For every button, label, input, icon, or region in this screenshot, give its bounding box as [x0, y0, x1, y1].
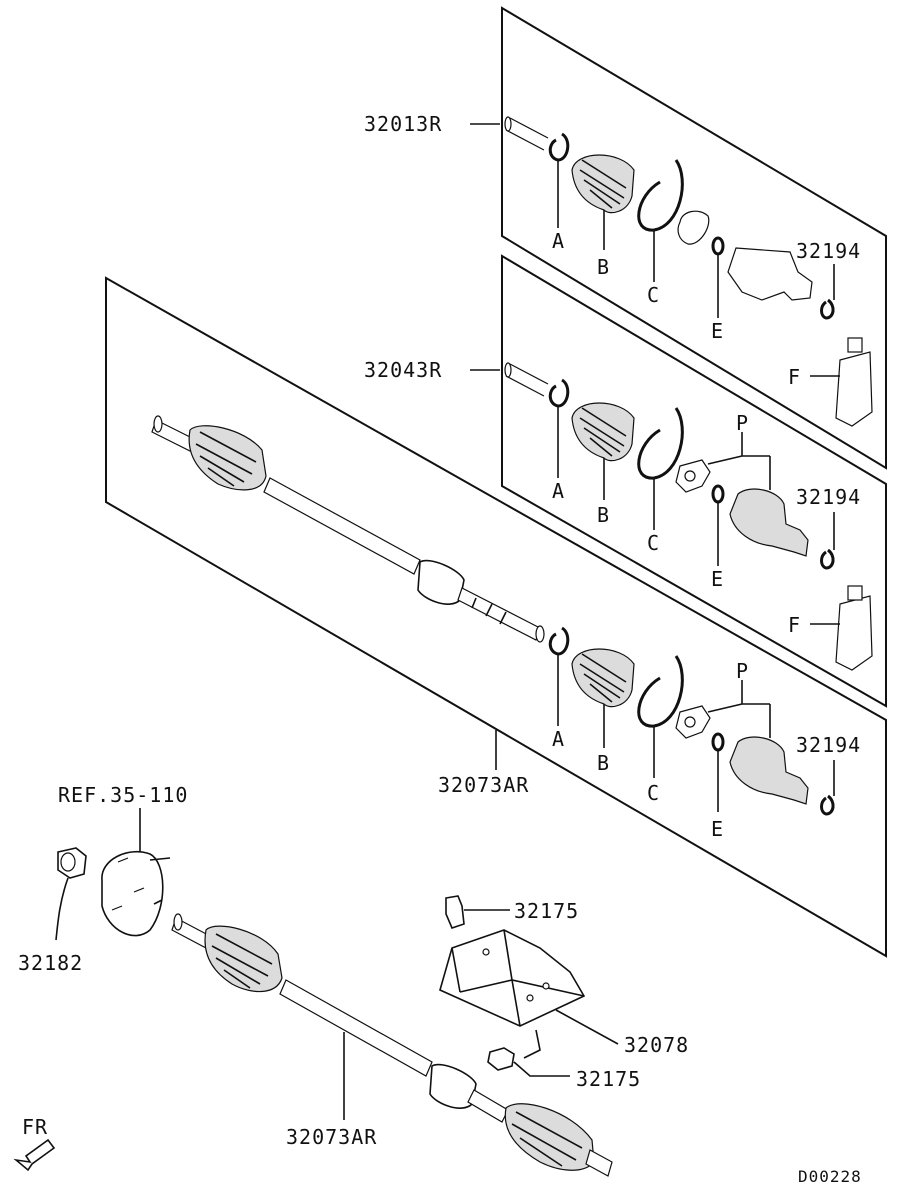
label-e-top: E	[711, 319, 724, 343]
label-shaft-bottom: 32073AR	[286, 1125, 377, 1149]
bolt-lower-drawing	[487, 1047, 515, 1071]
label-e-low: E	[711, 817, 724, 841]
label-ref: REF.35-110	[58, 783, 188, 807]
bracket-32078-drawing	[439, 929, 586, 1027]
label-b-low: B	[597, 751, 610, 775]
label-bracket: 32078	[624, 1033, 689, 1057]
shaft-assembly-drawing	[151, 415, 873, 816]
hub-ref-drawing	[101, 850, 171, 937]
label-snap-ring-top: 32194	[796, 239, 861, 263]
label-b-top: B	[597, 255, 610, 279]
label-shaft-assembly: 32073AR	[438, 773, 529, 797]
label-bolt-upper: 32175	[514, 899, 579, 923]
panel-kit-top	[501, 6, 887, 470]
kit-mid-parts	[504, 337, 873, 570]
label-f-mid: F	[788, 365, 801, 389]
label-kit-top: 32013R	[364, 112, 442, 136]
label-diagram-id: D00228	[798, 1167, 862, 1186]
fr-arrow-icon	[13, 1138, 56, 1172]
label-f-low: F	[788, 613, 801, 637]
panel-shaft-assembly	[105, 276, 887, 958]
shaft-bottom-drawing	[171, 913, 613, 1177]
label-c-low: C	[647, 781, 660, 805]
label-p-mid: P	[736, 411, 749, 435]
label-e-mid: E	[711, 567, 724, 591]
label-p-low: P	[736, 659, 749, 683]
label-bolt-lower: 32175	[576, 1067, 641, 1091]
label-fr: FR	[22, 1115, 48, 1139]
label-nut: 32182	[18, 951, 83, 975]
label-kit-mid: 32043R	[364, 358, 442, 382]
label-snap-ring-low: 32194	[796, 733, 861, 757]
label-c-top: C	[647, 283, 660, 307]
label-a-mid: A	[552, 479, 565, 503]
label-b-mid: B	[597, 503, 610, 527]
label-snap-ring-mid: 32194	[796, 485, 861, 509]
panel-kit-mid	[501, 254, 887, 708]
label-a-low: A	[552, 727, 565, 751]
label-a-top: A	[552, 229, 565, 253]
nut-32182-drawing	[57, 847, 87, 879]
bolt-upper-drawing	[445, 895, 465, 929]
label-c-mid: C	[647, 531, 660, 555]
